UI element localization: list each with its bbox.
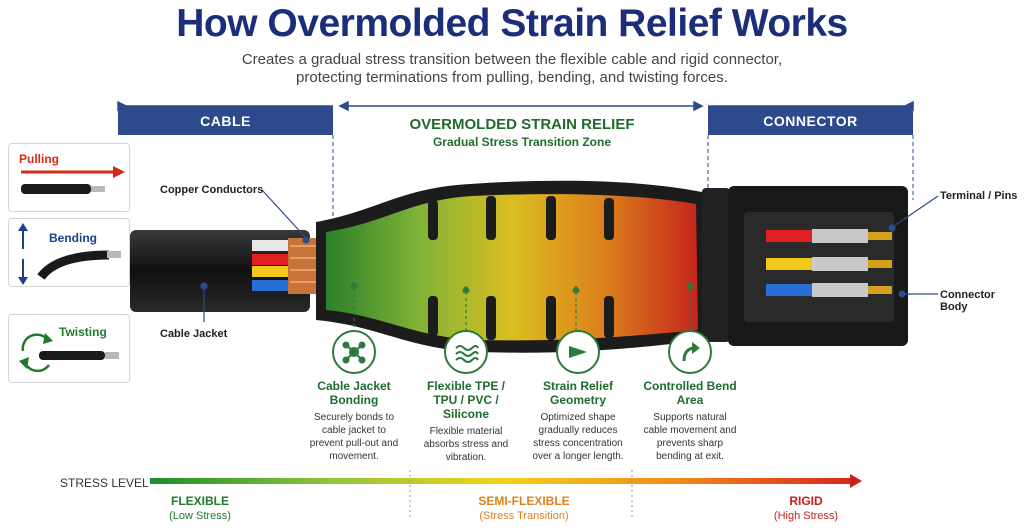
level-sub: (High Stress) [773, 510, 839, 522]
twisting-label: Twisting [59, 325, 107, 339]
bending-arrow-icon [18, 223, 121, 285]
bending-label: Bending [49, 231, 97, 245]
curve-arrow-icon [668, 330, 712, 374]
copper-conductors [252, 238, 322, 294]
stress-level-semi-flexible: SEMI-FLEXIBLE (Stress Transition) [454, 494, 594, 524]
feature-description: Optimized shape gradually reduces stress… [532, 412, 624, 462]
level-name: FLEXIBLE [170, 494, 229, 508]
connector-zone-header: CONNECTOR [708, 106, 913, 135]
relief-zone-subtitle: Gradual Stress Transition Zone [432, 135, 612, 149]
feature-description: Supports natural cable movement and prev… [643, 412, 737, 462]
feature-flexible-material: Flexible TPE / TPU / PVC / Silicone Flex… [416, 330, 516, 464]
twisting-force-panel: Twisting [8, 314, 130, 383]
pulling-label: Pulling [19, 152, 59, 166]
bending-force-panel: Bending [8, 218, 130, 287]
stress-level-rigid: RIGID (High Stress) [756, 494, 856, 524]
cable-jacket-callout: Cable Jacket [160, 328, 228, 340]
terminal-pins [766, 229, 892, 297]
feature-title: Controlled Bend Area [643, 379, 737, 407]
feature-title: Strain Relief Geometry [542, 379, 614, 407]
terminal-pins-callout: Terminal / Pins [940, 190, 1018, 202]
feature-relief-geometry: Strain Relief Geometry Optimized shape g… [528, 330, 628, 463]
taper-icon [556, 330, 600, 374]
stress-arrow-icon [850, 474, 862, 488]
pulling-arrow-icon [21, 166, 125, 194]
page-title: How Overmolded Strain Relief Works [176, 2, 848, 45]
pulling-force-panel: Pulling [8, 143, 130, 212]
subtitle-line-1: Creates a gradual stress transition betw… [241, 51, 783, 68]
stress-level-flexible: FLEXIBLE (Low Stress) [150, 494, 250, 524]
feature-title: Cable Jacket Bonding [317, 379, 391, 407]
feature-title: Flexible TPE / TPU / PVC / Silicone [426, 379, 506, 421]
stress-gradient-bar [150, 478, 852, 484]
feature-description: Flexible material absorbs stress and vib… [423, 426, 509, 463]
level-sub: (Low Stress) [169, 510, 231, 522]
network-icon [332, 330, 376, 374]
feature-bend-area: Controlled Bend Area Supports natural ca… [640, 330, 740, 463]
wave-icon [444, 330, 488, 374]
feature-jacket-bonding: Cable Jacket Bonding Securely bonds to c… [304, 330, 404, 463]
level-sub: (Stress Transition) [479, 510, 569, 522]
cable-zone-header: CABLE [118, 106, 333, 135]
overmold-ribs [428, 196, 614, 340]
subtitle-line-2: protecting terminations from pulling, be… [296, 69, 728, 86]
page-subtitle: Creates a gradual stress transition betw… [150, 51, 874, 87]
connector-body-callout: Connector Body [940, 289, 995, 313]
connector-flange [702, 188, 730, 342]
feature-description: Securely bonds to cable jacket to preven… [309, 412, 399, 462]
stress-level-label: STRESS LEVEL [60, 476, 149, 490]
relief-zone-title: OVERMOLDED STRAIN RELIEF [409, 116, 635, 133]
level-name: RIGID [789, 494, 823, 508]
level-name: SEMI-FLEXIBLE [478, 494, 570, 508]
twisting-arrow-icon [19, 333, 119, 373]
copper-conductors-callout: Copper Conductors [160, 184, 264, 196]
